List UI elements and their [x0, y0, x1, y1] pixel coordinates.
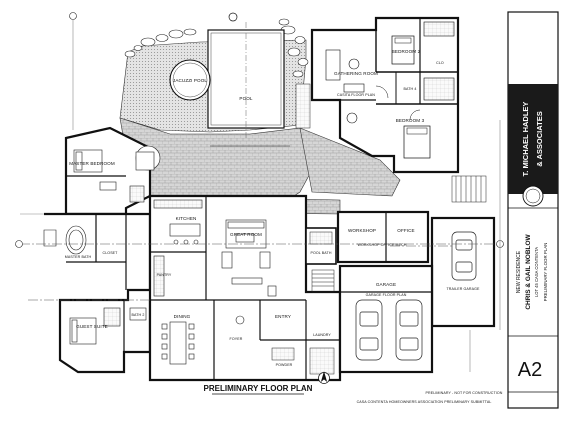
guest-furniture	[69, 307, 147, 345]
label-master-bath: MASTER BATH	[65, 255, 92, 259]
label-foyer: FOYER	[230, 337, 243, 341]
label-entry: ENTRY	[275, 314, 291, 319]
jacuzzi	[169, 59, 211, 101]
label-pantry: PANTRY	[157, 273, 172, 277]
label-bath-2: BATH 2	[132, 313, 145, 317]
grid-bubbles	[15, 12, 504, 248]
note-hoa-submittal: CASA CONTENTA HOMEOWNERS ASSOCIATION PRE…	[357, 400, 492, 404]
label-casita-plan: CASITA FLOOR PLAN	[337, 93, 375, 97]
label-workshop: WORKSHOP	[348, 228, 376, 233]
sheet-number: A2	[518, 359, 542, 381]
dining-furniture	[161, 315, 245, 365]
covered-patio	[210, 83, 311, 147]
label-pool: POOL	[239, 96, 253, 101]
landscape-boulders	[124, 18, 309, 78]
title-block: T. MICHAEL HADLEY & ASSOCIATES NEW RESID…	[507, 11, 559, 409]
label-master-bedroom: MASTER BEDROOM	[69, 161, 115, 166]
plan-title: PRELIMINARY FLOOR PLAN	[204, 384, 313, 393]
label-guest-suite: GUEST SUITE	[76, 324, 108, 329]
master-furniture	[43, 149, 145, 255]
project-line-1: NEW RESIDENCE	[516, 250, 522, 293]
great-room-furniture	[221, 219, 277, 297]
label-pool-bath: POOL BATH	[310, 251, 331, 255]
label-bedroom-2: BEDROOM 2	[392, 49, 421, 54]
plan-title-block: PRELIMINARY FLOOR PLAN PRELIMINARY - NOT…	[204, 384, 503, 404]
label-workshop-plan: WORKSHOP OFFICE MECH	[357, 243, 406, 247]
grid-lines	[20, 243, 500, 301]
site-lines	[20, 20, 501, 372]
pool	[207, 12, 285, 140]
label-gathering-room: GATHERING ROOM	[334, 71, 378, 76]
sheet-description: PRELIMINARY FLOOR PLAN	[543, 243, 548, 302]
label-garage: GARAGE	[376, 282, 396, 287]
note-not-for-construction: PRELIMINARY - NOT FOR CONSTRUCTION	[426, 391, 503, 395]
label-trailer-garage: TRAILER GARAGE	[447, 287, 480, 291]
casita	[310, 16, 460, 174]
bath-fixtures	[271, 231, 335, 375]
north-arrow	[318, 371, 330, 384]
label-great-room: GREAT ROOM	[230, 232, 262, 237]
label-jacuzzi: JACUZZI POOL	[173, 78, 207, 83]
label-office: OFFICE	[397, 228, 414, 233]
firm-name-1: T. MICHAEL HADLEY	[521, 102, 530, 177]
label-garage-plan: GARAGE FLOOR PLAN	[366, 293, 407, 297]
label-dining: DINING	[174, 314, 191, 319]
label-kitchen: KITCHEN	[176, 216, 197, 221]
label-casita-closet: CLO	[436, 61, 444, 65]
kitchen-fixtures	[135, 145, 203, 297]
label-casita-bath: BATH 4	[404, 87, 417, 91]
label-bedroom-3: BEDROOM 3	[396, 118, 425, 123]
exterior-stairs	[451, 175, 487, 203]
project-line-3: LOT 45 CASA CONTENTA	[534, 247, 539, 297]
garage-cars	[355, 231, 477, 361]
label-powder: POWDER	[276, 363, 293, 367]
label-master-closet: CLOSET	[103, 251, 119, 255]
project-line-2: CHRIS & GAIL NOBLOW	[525, 233, 532, 309]
label-laundry: LAUNDRY	[313, 333, 331, 337]
interior-stairs	[311, 269, 335, 293]
firm-name-2: & ASSOCIATES	[535, 111, 544, 166]
room-labels: BEDROOM 2 BEDROOM 3 GATHERING ROOM CASIT…	[65, 49, 480, 367]
